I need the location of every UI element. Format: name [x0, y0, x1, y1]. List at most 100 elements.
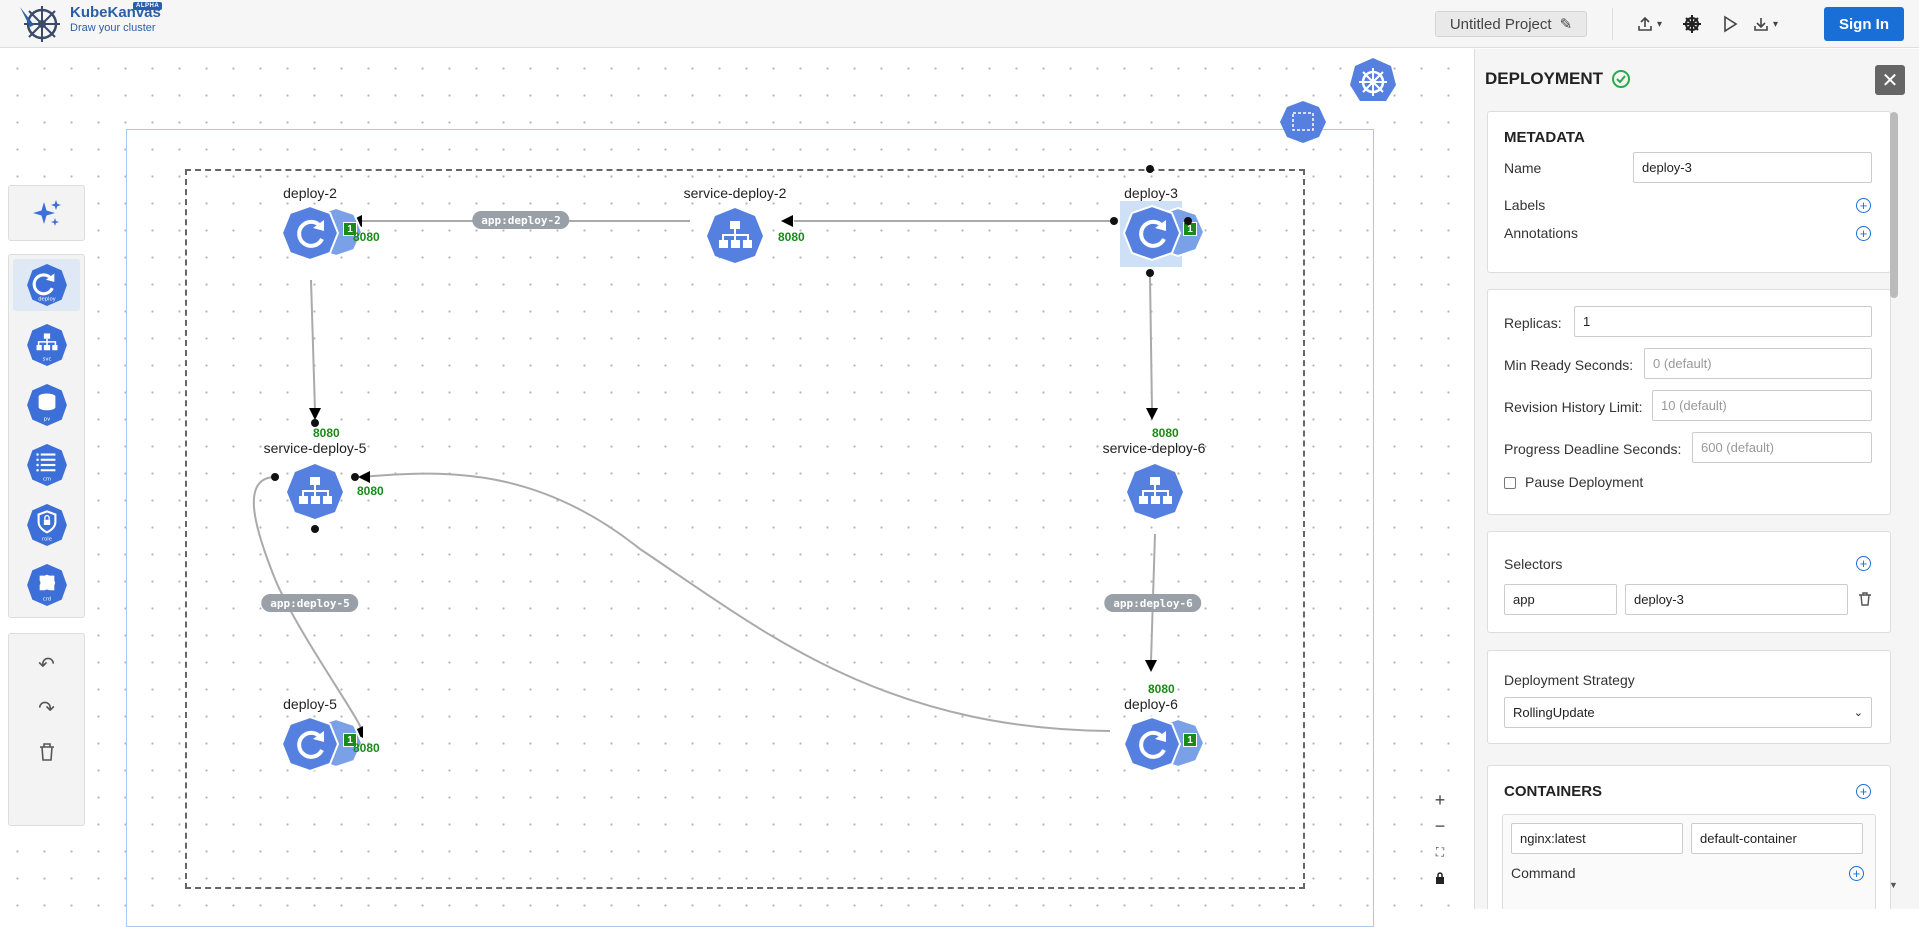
helm-button[interactable] [1682, 12, 1702, 36]
scroll-down-arrow[interactable]: ▼ [1889, 880, 1898, 890]
progress-deadline-input[interactable]: 600 (default) [1692, 432, 1872, 463]
connection-handle[interactable] [1184, 217, 1192, 225]
name-input[interactable]: deploy-3 [1633, 152, 1872, 183]
add-container-button[interactable]: + [1856, 784, 1871, 799]
deploy-2-node[interactable] [280, 204, 366, 264]
edge-label-app-deploy-2[interactable]: app:deploy-2 [472, 211, 570, 229]
brand-tagline: Draw your cluster [70, 22, 156, 34]
node-label-service-deploy-2: service-deploy-2 [683, 185, 787, 201]
connection-handle[interactable] [1146, 165, 1154, 173]
project-name-button[interactable]: Untitled Project ✎ [1435, 11, 1587, 37]
selector-key-input[interactable]: app [1504, 584, 1617, 615]
replicas-label: Replicas: [1504, 315, 1562, 331]
add-command-button[interactable]: + [1849, 866, 1864, 881]
run-button[interactable] [1722, 12, 1738, 36]
zoom-out-button[interactable]: − [1427, 813, 1453, 839]
check-circle-icon [1612, 70, 1631, 88]
strategy-select[interactable]: RollingUpdate ⌄ [1504, 697, 1872, 728]
container-item: nginx:latest default-container Command + [1502, 814, 1876, 909]
diagram-canvas[interactable]: default app:deploy-2 app:deploy-5 app:de… [0, 49, 1473, 927]
port-label: 8080 [1152, 426, 1179, 440]
group-box[interactable] [185, 169, 1305, 889]
toolbar-deploy-button[interactable]: deploy [13, 259, 80, 311]
chevron-down-icon: ▾ [1657, 18, 1663, 30]
sign-in-button[interactable]: Sign In [1824, 7, 1904, 41]
crd-icon-caption: crd [42, 597, 50, 603]
toolbar-role-button[interactable]: role [13, 499, 80, 551]
deploy-5-node[interactable] [280, 715, 366, 775]
edit-toolbar: ↶ ↷ [8, 633, 85, 826]
deploy-6-node[interactable] [1122, 715, 1208, 775]
connection-handle[interactable] [271, 473, 279, 481]
toolbar-cm-button[interactable]: cm [13, 439, 80, 491]
service-deploy-5-node[interactable] [287, 463, 343, 519]
strategy-heading: Deployment Strategy [1504, 672, 1635, 688]
selector-value-input[interactable]: deploy-3 [1625, 584, 1848, 615]
panel-scrollbar[interactable] [1890, 112, 1898, 298]
fit-view-button[interactable]: ⛶ [1427, 839, 1453, 865]
group-selection-icon[interactable] [1280, 100, 1326, 144]
pencil-icon: ✎ [1559, 16, 1573, 33]
service-deploy-6-node[interactable] [1127, 463, 1183, 519]
zoom-in-button[interactable]: + [1427, 787, 1453, 813]
spec-card: Replicas: 1 Min Ready Seconds: 0 (defaul… [1487, 289, 1891, 515]
pv-icon: pv [26, 384, 67, 426]
node-label-service-deploy-6: service-deploy-6 [1102, 440, 1206, 456]
connection-handle[interactable] [351, 473, 359, 481]
redo-button[interactable]: ↷ [13, 688, 80, 728]
connection-handle[interactable] [311, 525, 319, 533]
edge-label-app-deploy-5[interactable]: app:deploy-5 [261, 594, 359, 612]
close-panel-button[interactable]: ✕ [1875, 65, 1905, 95]
cm-icon-caption: cm [43, 477, 51, 483]
undo-button[interactable]: ↶ [13, 644, 80, 684]
upload-menu-button[interactable]: ▾ [1636, 12, 1662, 36]
minus-icon: − [1434, 815, 1446, 836]
edge-label-app-deploy-6[interactable]: app:deploy-6 [1104, 594, 1202, 612]
labels-label: Labels [1504, 197, 1546, 213]
app-header: KubeKanvas Draw your cluster ALPHA Untit… [0, 0, 1919, 48]
toolbar-crd-button[interactable]: crd [13, 559, 80, 611]
project-name: Untitled Project [1449, 15, 1552, 33]
port-label: 8080 [778, 230, 805, 244]
node-label-service-deploy-5: service-deploy-5 [263, 440, 367, 456]
edges-layer [252, 215, 1158, 738]
toolbar-svc-button[interactable]: svc [13, 319, 80, 371]
trash-icon [39, 743, 54, 761]
add-label-button[interactable]: + [1856, 198, 1871, 213]
pause-deployment-label: Pause Deployment [1525, 474, 1644, 490]
revision-history-input[interactable]: 10 (default) [1652, 390, 1872, 421]
chevron-down-icon: ▾ [1773, 18, 1779, 30]
connection-handle[interactable] [311, 419, 319, 427]
plus-icon: + [1434, 789, 1446, 810]
ai-generate-button[interactable] [13, 188, 80, 240]
toolbar-pv-button[interactable]: pv [13, 379, 80, 431]
chevron-down-icon: ⌄ [1853, 707, 1863, 719]
add-selector-button[interactable]: + [1856, 556, 1871, 571]
namespace-k8s-icon[interactable] [1349, 57, 1397, 105]
replicas-input[interactable]: 1 [1574, 306, 1872, 337]
container-image-input[interactable]: nginx:latest [1511, 823, 1683, 854]
ai-toolbar [8, 185, 85, 241]
service-deploy-2-node[interactable] [707, 207, 763, 263]
node-label-deploy-6: deploy-6 [1124, 696, 1178, 712]
plus-icon: + [1859, 226, 1868, 241]
lock-button[interactable] [1427, 865, 1453, 891]
port-label: 8080 [353, 230, 380, 244]
add-annotation-button[interactable]: + [1856, 226, 1871, 241]
command-label: Command [1511, 865, 1576, 881]
download-menu-button[interactable]: ▾ [1752, 12, 1778, 36]
pause-deployment-checkbox[interactable] [1504, 477, 1516, 489]
metadata-heading: METADATA [1504, 129, 1585, 146]
replica-badge: 1 [343, 222, 357, 236]
container-name-input[interactable]: default-container [1691, 823, 1863, 854]
containers-card: CONTAINERS + nginx:latest default-contai… [1487, 765, 1891, 909]
cm-icon: cm [26, 444, 67, 486]
delete-selector-button[interactable] [1858, 591, 1872, 612]
node-label-deploy-3: deploy-3 [1124, 185, 1178, 201]
connection-handle[interactable] [1146, 269, 1154, 277]
connection-handle[interactable] [1110, 217, 1118, 225]
properties-panel: DEPLOYMENT ✕ METADATA Name deploy-3 Labe… [1474, 49, 1919, 909]
min-ready-input[interactable]: 0 (default) [1644, 348, 1872, 379]
delete-button[interactable] [13, 732, 80, 772]
pv-icon-caption: pv [43, 417, 49, 423]
